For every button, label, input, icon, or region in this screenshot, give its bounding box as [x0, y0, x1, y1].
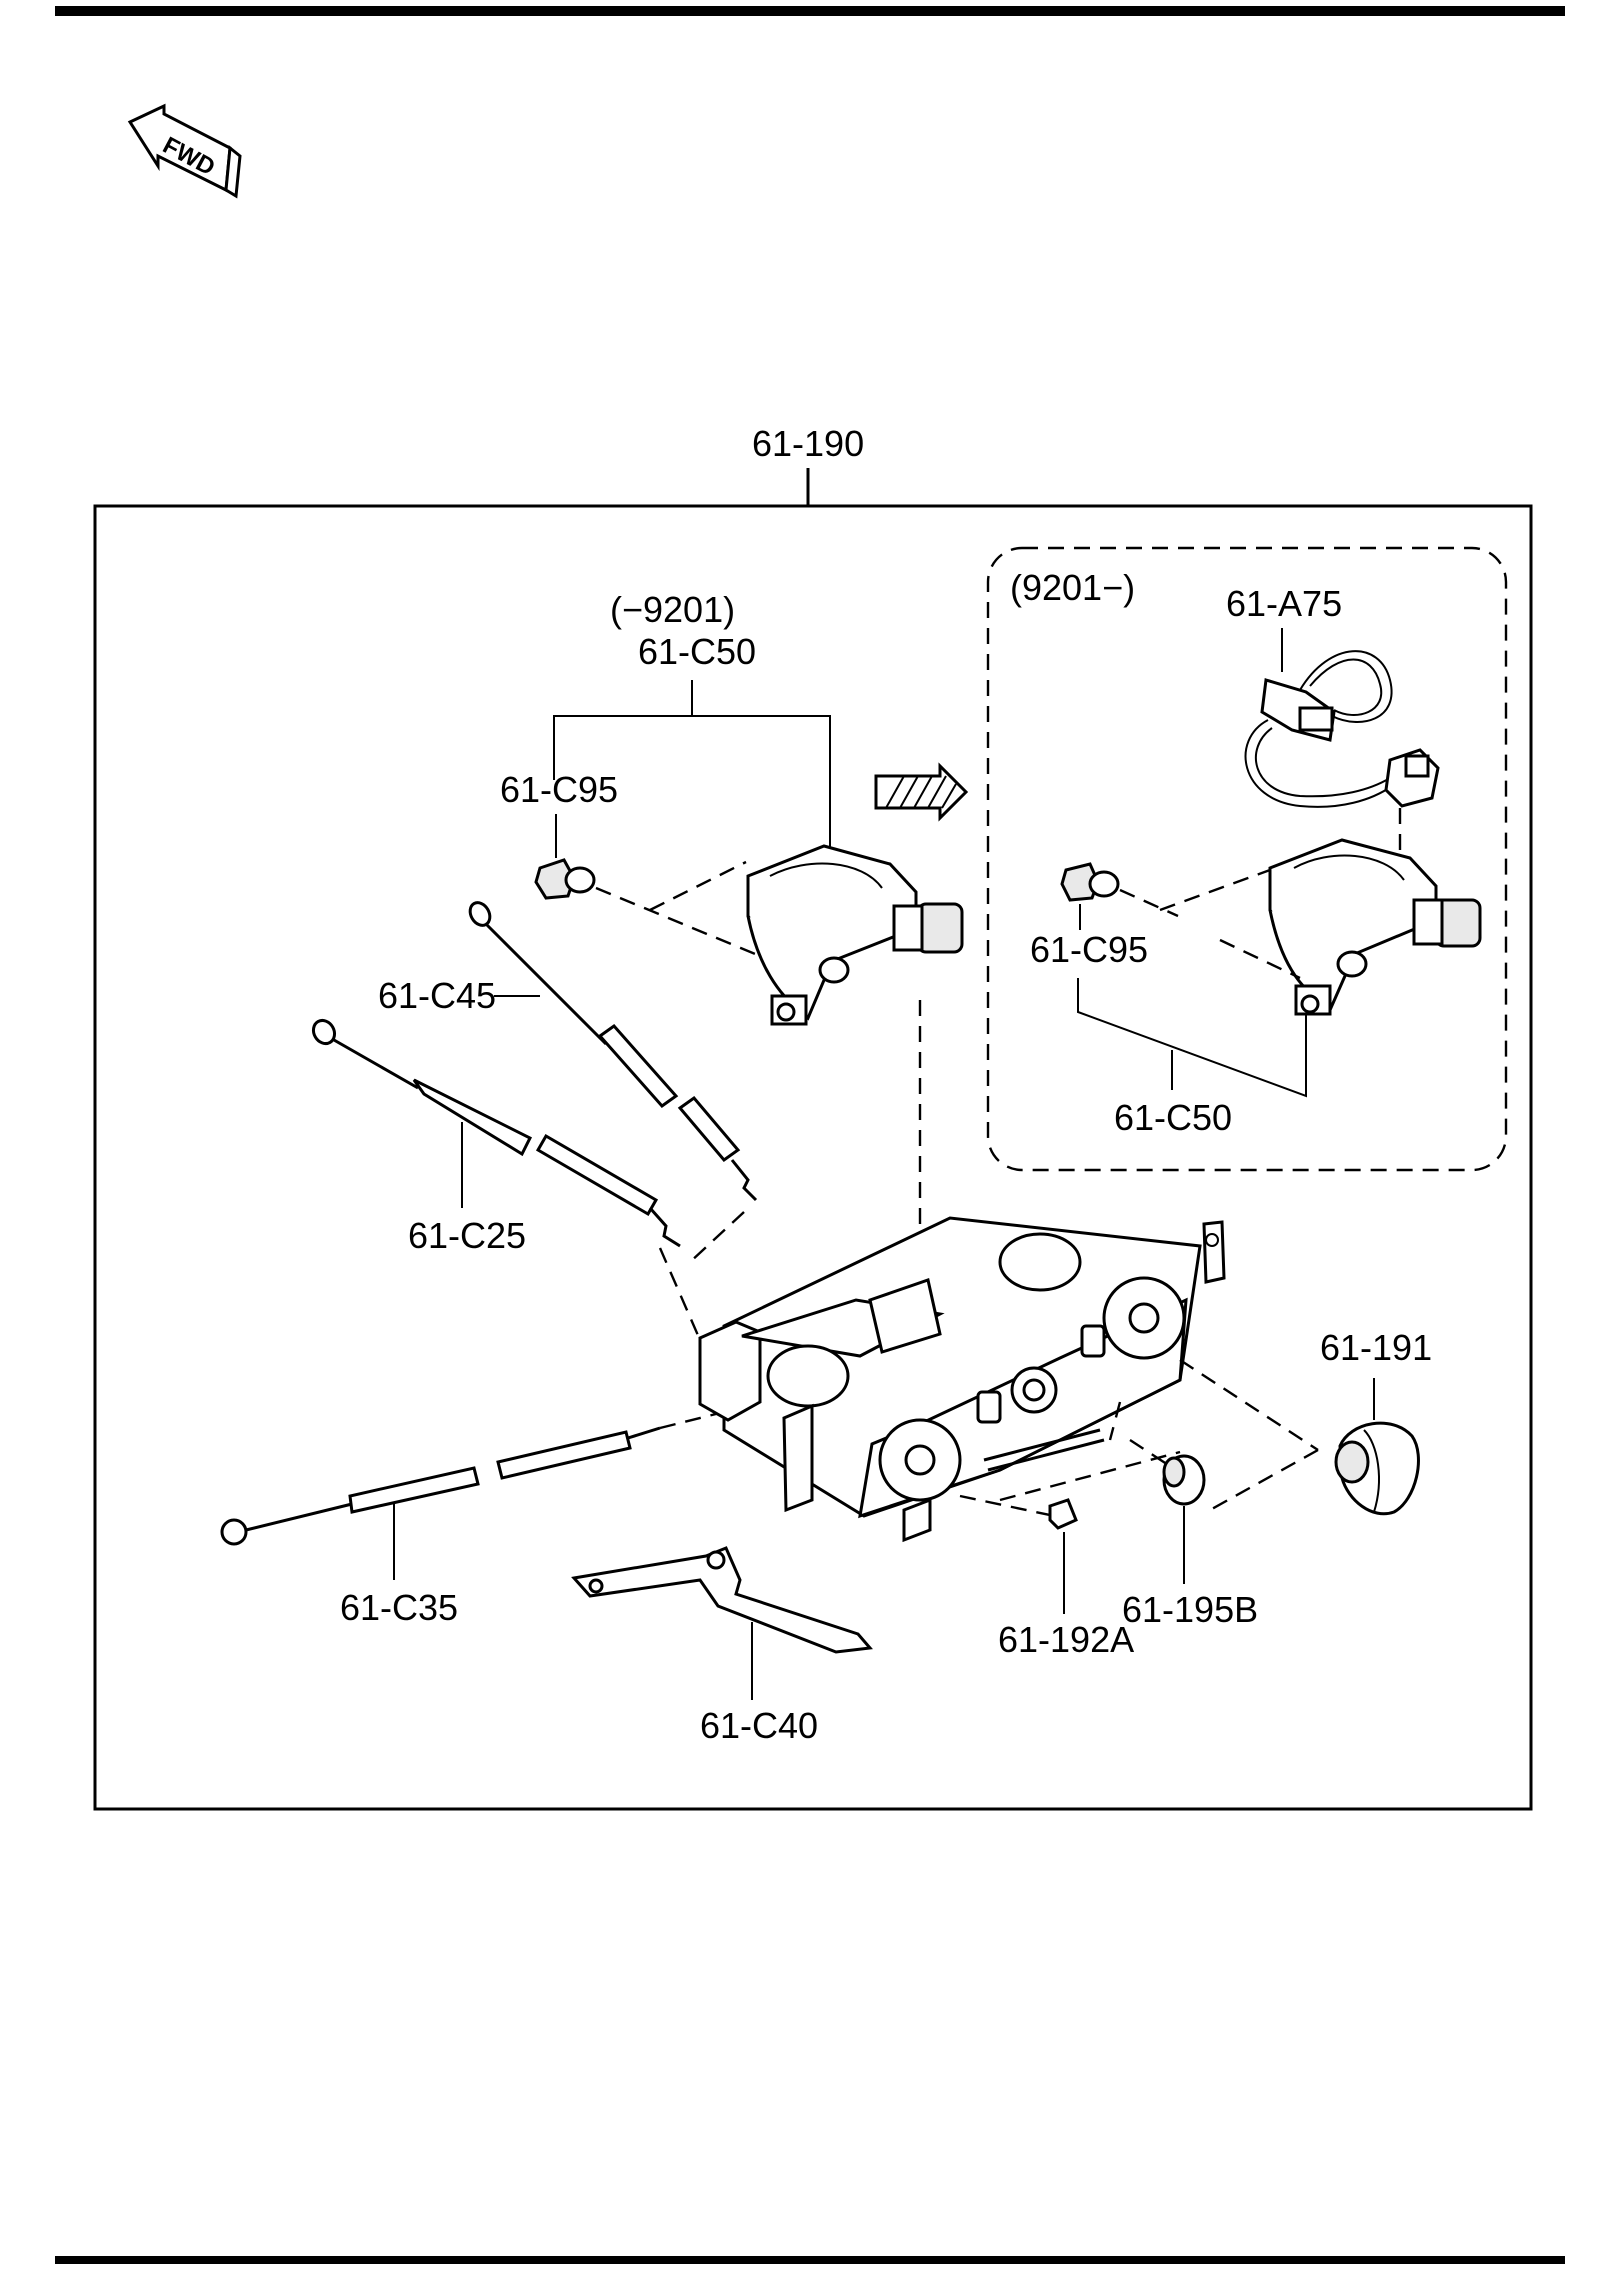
knob-191 — [1334, 1421, 1420, 1516]
knob-192a — [1048, 1498, 1078, 1530]
callout-switch-early: 61-C50 — [638, 631, 756, 672]
switch-unit-late — [1268, 838, 1482, 1016]
callout-cable-c35: 61-C35 — [340, 1587, 458, 1628]
control-head-housing — [698, 1216, 1226, 1543]
lever-c40 — [571, 1546, 873, 1654]
callout-61-190: 61-190 — [752, 423, 864, 464]
cable-c45 — [468, 901, 758, 1202]
callout-knob-195b: 61-195B — [1122, 1589, 1258, 1630]
bulb-late — [1060, 862, 1120, 902]
callout-cable-c45: 61-C45 — [378, 975, 496, 1016]
switch-unit-early — [746, 844, 964, 1026]
knob-195b — [1162, 1454, 1206, 1506]
late-type-inset — [986, 546, 1508, 1172]
wiring-harness — [1244, 650, 1440, 808]
hatched-arrow-icon — [874, 762, 969, 822]
callout-lever-c40: 61-C40 — [700, 1705, 818, 1746]
late-range-label: (9201−) — [1010, 567, 1135, 608]
callout-bulb-early: 61-C95 — [500, 769, 618, 810]
bulb-early — [534, 858, 596, 900]
assembly-frame — [93, 504, 1533, 1811]
callout-cable-c25: 61-C25 — [408, 1215, 526, 1256]
callout-knob-192a: 61-192A — [998, 1619, 1134, 1660]
top-rule — [55, 6, 1565, 16]
callout-bulb-late: 61-C95 — [1030, 929, 1148, 970]
fwd-arrow-icon: FWD — [127, 103, 242, 199]
callout-61-a75: 61-A75 — [1226, 583, 1342, 624]
callout-knob-191: 61-191 — [1320, 1327, 1432, 1368]
bottom-rule — [55, 2256, 1565, 2264]
callout-switch-late: 61-C50 — [1114, 1097, 1232, 1138]
cable-c35 — [220, 1426, 661, 1546]
cable-c25 — [311, 1018, 681, 1248]
early-range-label: (−9201) — [610, 589, 735, 630]
